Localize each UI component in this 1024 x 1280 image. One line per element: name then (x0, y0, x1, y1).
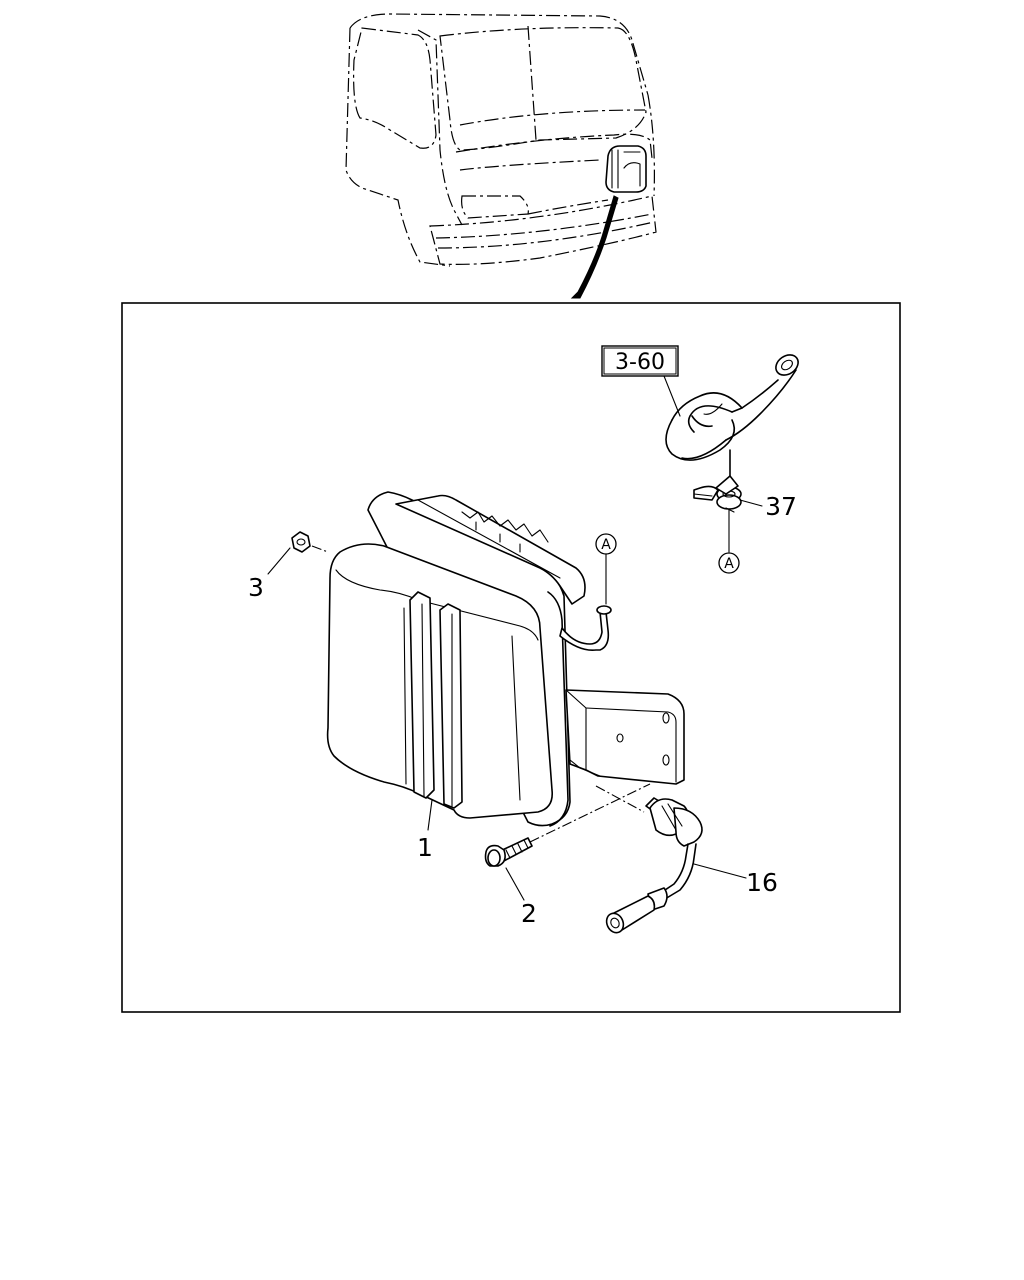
callout-part-3: 3 (248, 573, 264, 602)
svg-text:A: A (601, 537, 611, 553)
main-unit (326, 491, 612, 827)
connector-marker-a-lower: A (718, 509, 740, 574)
truck-cab-overview (345, 13, 657, 267)
hose (665, 354, 799, 461)
connector-marker-a-upper: A (595, 533, 617, 605)
callout-part-2: 2 (521, 899, 537, 928)
callout-part-1: 1 (417, 833, 433, 862)
bolt (484, 783, 651, 867)
cab-unit-location (605, 145, 647, 193)
svg-text:A: A (724, 556, 734, 572)
hose-clamp (693, 475, 742, 513)
callout-part-37: 37 (765, 492, 797, 521)
nut (291, 531, 329, 553)
detail-frame (121, 302, 901, 1013)
leader-lines (267, 499, 763, 901)
callout-part-16: 16 (746, 868, 778, 897)
location-pointer (570, 195, 619, 299)
reference-box: 3-60 (601, 345, 681, 417)
switch-sensor (595, 785, 703, 934)
reference-label: 3-60 (615, 350, 665, 375)
mounting-bracket (565, 689, 685, 785)
